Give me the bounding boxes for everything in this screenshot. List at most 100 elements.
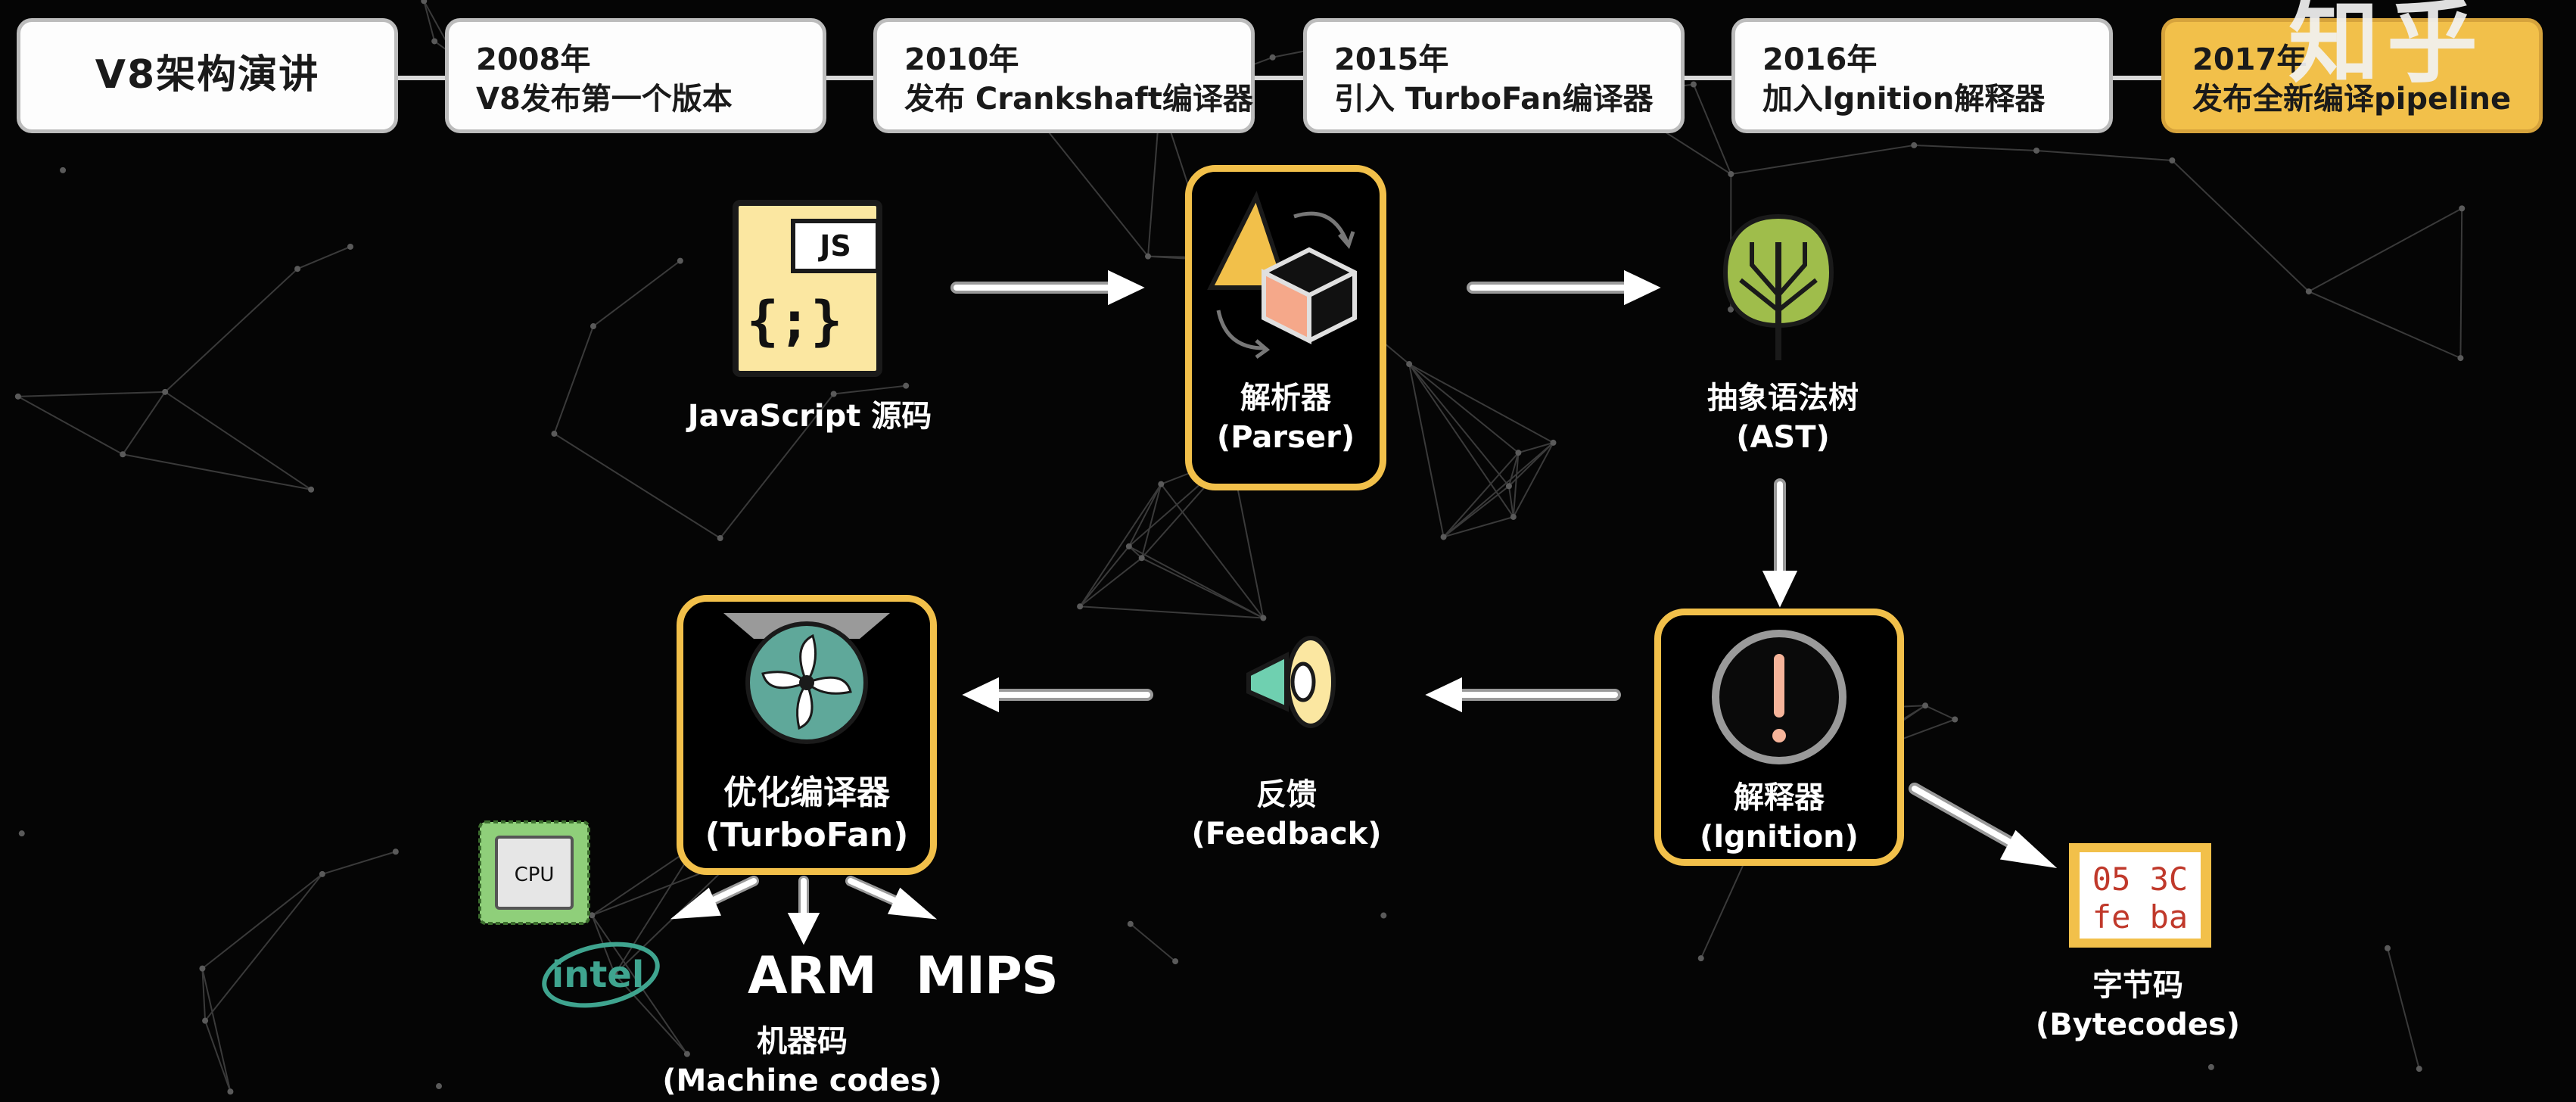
bytecode-icon: 05 3C fe ba [2069,843,2211,948]
background-line [614,844,698,975]
background-dot [319,870,325,877]
background-line [1442,442,1554,538]
js-file-icon: JS {;} [733,200,882,377]
background-line [201,968,207,1021]
background-dot [199,965,206,972]
bytecodes-label: 字节码 (Bytecodes) [2013,966,2263,1044]
background-line [1408,363,1520,453]
machine-name: 机器码 [757,1024,848,1059]
background-line [164,391,312,490]
timeline-event-2010: 2010年 发布 Crankshaft编译器 [873,18,1255,133]
timeline-year: 2010年 [904,42,1019,77]
background-dot [431,38,438,45]
background-line [17,391,166,397]
background-dot [227,1088,234,1095]
background-line [204,873,323,1022]
arrow-parser-to-ast [1467,269,1661,306]
arrow-turbofan-to-mips [845,876,938,920]
background-dot [120,451,126,458]
background-dot [2169,157,2176,164]
timeline-year: 2008年 [476,42,591,77]
background-dot [1077,603,1084,610]
background-line [297,246,351,270]
background-dot [2033,147,2040,154]
background-dot [392,848,399,855]
background-dot [2457,355,2464,362]
background-dot [1260,615,1267,621]
arm-text: ARM [748,946,877,1006]
cpu-text: CPU [515,864,555,886]
background-dot [1952,716,1958,723]
background-line [1442,452,1520,538]
background-dot [1172,958,1179,965]
ast-name: 抽象语法树 [1707,381,1859,416]
background-line [1080,605,1264,619]
background-line [423,1,436,42]
background-line [1693,84,1732,175]
background-dot [162,388,169,395]
background-dot [683,1051,690,1057]
background-dot [347,243,353,250]
background-line [1079,557,1143,608]
cpu-chip-icon: CPU [478,820,590,925]
background-dot [1505,483,1512,490]
background-line [2459,208,2463,359]
timeline-text: 引入 TurboFan编译器 [1334,82,1654,117]
background-line [1128,545,1264,619]
timeline-year: 2015年 [1334,42,1449,77]
background-dot [1550,439,1557,446]
background-line [1140,484,1162,559]
background-dot [903,382,910,389]
js-glyph: {;} [747,290,842,352]
background-dot [202,1017,209,1024]
arrow-ignition-to-bytecodes [1909,783,2058,868]
machine-label: 机器码 (Machine codes) [605,1022,999,1100]
background-dot [14,393,21,400]
timeline-text: 发布 Crankshaft编译器 [904,82,1253,117]
background-line [1130,923,1176,962]
background-line [1408,363,1445,537]
background-dot [18,830,25,837]
background-line [2308,291,2461,360]
timeline-title: V8架构演讲 [17,18,398,133]
background-dot [1728,306,1734,313]
bytecodes-en: (Bytecodes) [2035,1007,2241,1042]
arrow-turbofan-to-arm [787,876,820,945]
timeline-event-2016: 2016年 加入lgnition解释器 [1731,18,2113,133]
background-dot [830,391,837,397]
timeline-text: V8发布第一个版本 [476,82,733,117]
timeline-event-2015: 2015年 引入 TurboFan编译器 [1303,18,1685,133]
background-line [593,260,681,327]
background-line [1512,442,1554,518]
background-dot [551,431,558,437]
background-dot [1125,543,1132,549]
turbofan-name: 优化编译器 [723,774,890,812]
background-line [1128,484,1162,547]
turbofan-en: (TurboFan) [705,816,909,855]
intel-logo: intel [542,942,660,1008]
background-dot [1406,361,1413,368]
background-dot [60,167,67,173]
background-dot [589,912,596,919]
arrow-ignition-to-feedback [1425,677,1621,713]
background-line [201,968,232,1092]
background-dot [1697,955,1704,962]
background-dot [1728,171,1734,178]
timeline-connector [394,76,2179,80]
background-line [17,395,123,456]
background-dot [717,534,723,541]
parser-shapes-icon [1207,191,1357,360]
background-line [1914,144,2037,151]
background-dot [2459,205,2466,212]
background-line [553,433,721,539]
background-dot [1911,142,1918,148]
background-line [204,1020,232,1092]
background-dot [2416,1066,2422,1072]
background-dot [1138,555,1145,562]
background-dot [1269,54,1276,61]
js-badge: JS [817,229,851,263]
timeline-year: 2017年 [2192,42,2307,77]
intel-text: intel [552,954,645,996]
background-line [1079,484,1162,607]
background-line [2387,948,2420,1069]
